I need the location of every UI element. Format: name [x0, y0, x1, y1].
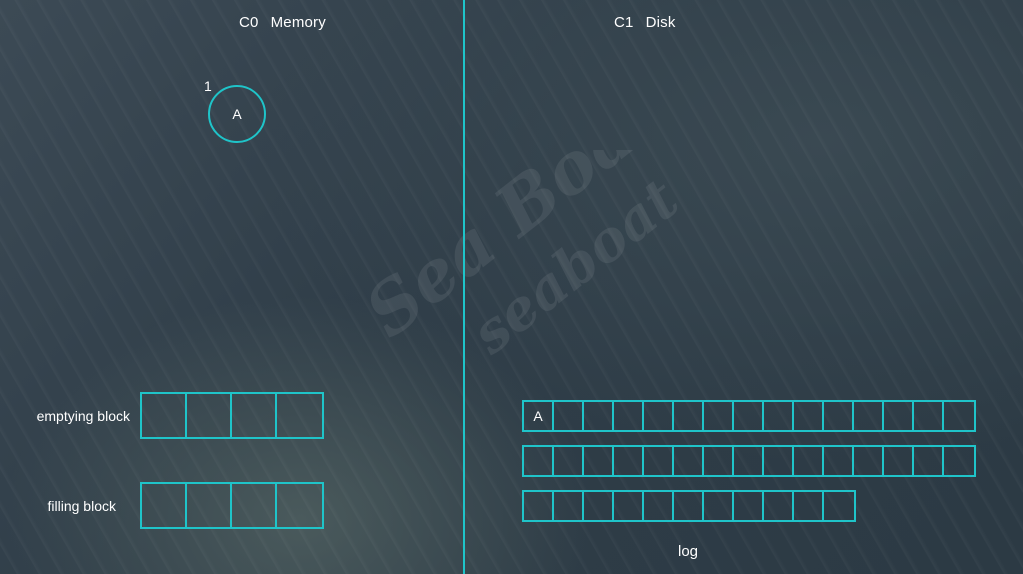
log-cell [764, 447, 794, 475]
log-cell [884, 402, 914, 430]
log-row [522, 445, 976, 477]
log-cell [644, 402, 674, 430]
log-cell [764, 402, 794, 430]
log-cell [854, 402, 884, 430]
log-cell [554, 402, 584, 430]
memory-code: C0 [239, 14, 259, 31]
log-cell [704, 402, 734, 430]
disk-name: Disk [645, 14, 676, 31]
memory-title: C0 Memory [239, 14, 326, 31]
log-cell [794, 492, 824, 520]
log-cell [614, 402, 644, 430]
block-cell [277, 394, 322, 437]
log-cell: A [524, 402, 554, 430]
log-cell [584, 447, 614, 475]
filling-block [140, 482, 324, 529]
log-cell [524, 492, 554, 520]
log-cell [554, 492, 584, 520]
memory-node-label: A [232, 106, 242, 122]
watermark: Sea Boat seaboat [349, 74, 770, 415]
memory-node: A [208, 85, 266, 143]
log-row: A [522, 400, 976, 432]
log-label: log [678, 543, 699, 560]
memory-name: Memory [270, 14, 326, 31]
log-cell [914, 402, 944, 430]
block-cell [187, 484, 232, 527]
log-cell [944, 447, 974, 475]
log-cell [794, 447, 824, 475]
log-cell [824, 492, 854, 520]
log-cell [644, 447, 674, 475]
emptying-block [140, 392, 324, 439]
disk-code: C1 [614, 14, 634, 31]
log-cell [704, 447, 734, 475]
watermark-line1: Sea Boat [350, 150, 675, 353]
log-cell [854, 447, 884, 475]
log-cell [674, 492, 704, 520]
block-cell [277, 484, 322, 527]
log-cell [674, 447, 704, 475]
log-cell [824, 447, 854, 475]
disk-title: C1 Disk [614, 14, 676, 31]
log-cell [614, 492, 644, 520]
memory-disk-divider [463, 0, 465, 574]
block-cell [187, 394, 232, 437]
memory-node-index: 1 [204, 78, 212, 94]
log-cell [914, 447, 944, 475]
block-cell [232, 484, 277, 527]
log-cell [704, 492, 734, 520]
block-cell [232, 394, 277, 437]
log-row [522, 490, 856, 522]
log-cell [734, 492, 764, 520]
log-cell [794, 402, 824, 430]
log-cell [584, 492, 614, 520]
log-cell [824, 402, 854, 430]
log-cell [644, 492, 674, 520]
log-cell [944, 402, 974, 430]
log-cell [554, 447, 584, 475]
log-cell [884, 447, 914, 475]
block-cell [142, 484, 187, 527]
log-cell [524, 447, 554, 475]
log-cell [614, 447, 644, 475]
log-cell [734, 447, 764, 475]
log-cell [764, 492, 794, 520]
log-cell [674, 402, 704, 430]
emptying-block-label: emptying block [36, 408, 130, 424]
watermark-line2: seaboat [459, 166, 691, 368]
log-cell [584, 402, 614, 430]
log-cell [734, 402, 764, 430]
filling-block-label: filling block [47, 498, 116, 514]
block-cell [142, 394, 187, 437]
